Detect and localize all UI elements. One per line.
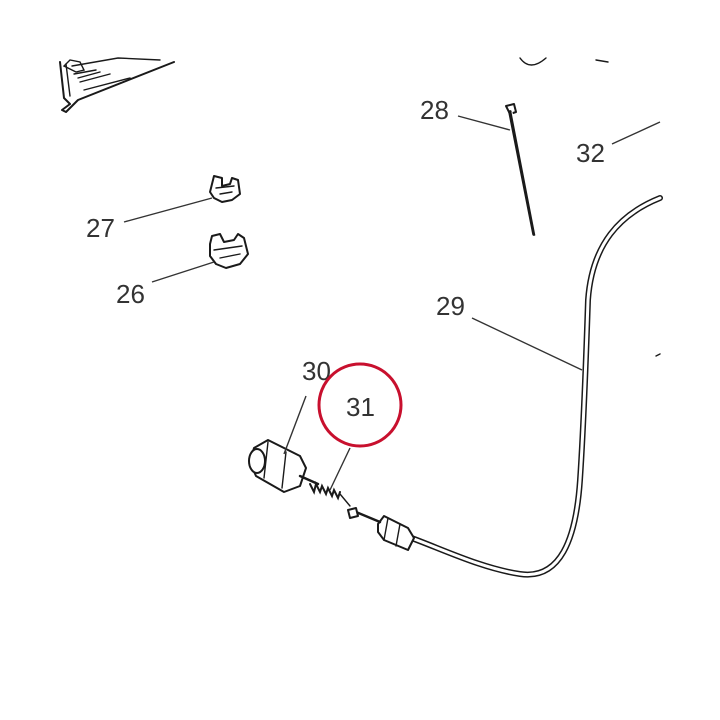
leader-29 <box>471 317 583 371</box>
label-28: 28 <box>420 95 449 125</box>
leader-27 <box>123 197 213 223</box>
part-labels: 26 27 28 29 30 31 32 <box>86 95 605 422</box>
leader-30 <box>283 395 307 455</box>
part-27-clip <box>209 175 241 203</box>
label-31: 31 <box>346 392 375 422</box>
leader-lines <box>123 115 661 491</box>
part-30-housing <box>248 439 320 493</box>
part-29-cable <box>347 195 663 578</box>
label-26: 26 <box>116 279 145 309</box>
label-27: 27 <box>86 213 115 243</box>
label-29: 29 <box>436 291 465 321</box>
highlight-circle <box>317 362 403 448</box>
part-31-spring <box>309 481 351 507</box>
part-28-cable-tie <box>505 103 537 237</box>
leader-32 <box>611 121 661 145</box>
top-fragment <box>519 57 609 66</box>
leader-31 <box>329 447 351 491</box>
leader-26 <box>151 261 215 283</box>
housing-fragment <box>59 57 175 113</box>
leader-28 <box>457 115 511 131</box>
part-26-clip <box>209 233 249 269</box>
label-32: 32 <box>576 138 605 168</box>
